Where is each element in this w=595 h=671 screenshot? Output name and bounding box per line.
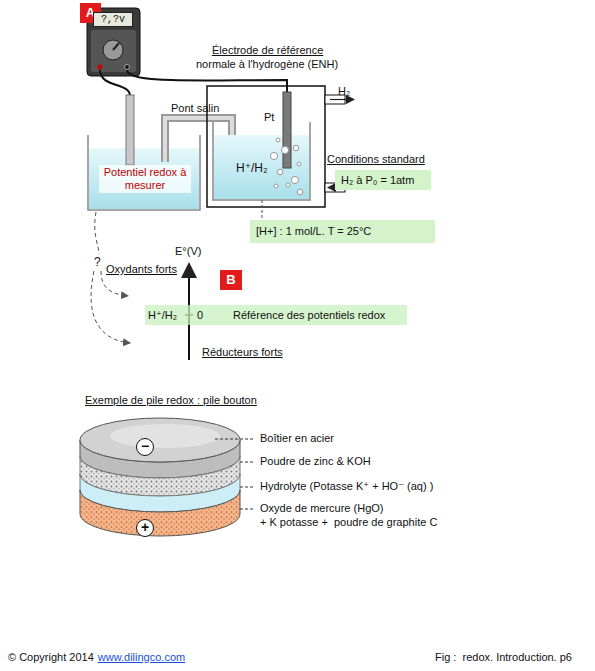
- section-title: Conditions standard: [327, 153, 425, 166]
- ref-subtitle: normale à l'hydrogène (ENH): [196, 58, 338, 71]
- ref-title: Électrode de référence: [212, 44, 323, 57]
- node-text: [H+] : 1 mol/L. T = 25°C: [256, 225, 371, 237]
- text-box: H₂ à P₀ = 1atm: [335, 170, 431, 190]
- axis-label: E°(V): [175, 245, 201, 258]
- meter-display: ?,?v: [93, 12, 133, 27]
- node-text: B: [226, 272, 235, 287]
- badge-box: B: [220, 270, 242, 290]
- figure-ref: Fig : redox. Introduction. p6: [435, 651, 572, 664]
- node-text: Potentiel redox à mesurer: [104, 166, 187, 191]
- part-label: Hydrolyte (Potasse K⁺ + HO⁻ (aq) ): [260, 480, 433, 493]
- question-mark: ?: [94, 256, 101, 269]
- part-label: Pt: [264, 111, 274, 124]
- part-label: H₂: [338, 85, 350, 98]
- node-text: +: [141, 519, 149, 535]
- part-label: Poudre de zinc & KOH: [260, 455, 371, 468]
- node-text: H₂ à P₀ = 1atm: [341, 174, 414, 186]
- node-text: ?,?v: [101, 14, 125, 25]
- part-label: + K potasse + poudre de graphite C: [260, 516, 437, 529]
- section-title: Exemple de pile redox : pile bouton: [85, 394, 257, 407]
- axis-label: Oxydants forts: [106, 263, 177, 276]
- copyright: © Copyright 2014: [8, 651, 94, 664]
- node-text: H⁺/H₂: [148, 305, 177, 325]
- node-text: 0: [197, 305, 203, 325]
- part-label: Oxyde de mercure (HgO): [260, 502, 383, 515]
- copyright-link: www.dilingco.com: [98, 651, 185, 664]
- axis-label: Réducteurs forts: [202, 346, 283, 359]
- terminal-circle: +: [136, 519, 154, 537]
- node-text: Référence des potentiels redox: [233, 305, 385, 325]
- reference-band: H⁺/H₂ 0 Référence des potentiels redox: [145, 305, 407, 325]
- text-box: Potentiel redox à mesurer: [99, 165, 191, 193]
- part-label: Boîtier en acier: [260, 432, 334, 445]
- text-box: [H+] : 1 mol/L. T = 25°C: [250, 220, 435, 243]
- part-label: Pont salin: [171, 102, 219, 115]
- node-text: −: [141, 438, 149, 454]
- part-label: H⁺/H₂: [236, 162, 268, 175]
- terminal-circle: −: [136, 438, 154, 456]
